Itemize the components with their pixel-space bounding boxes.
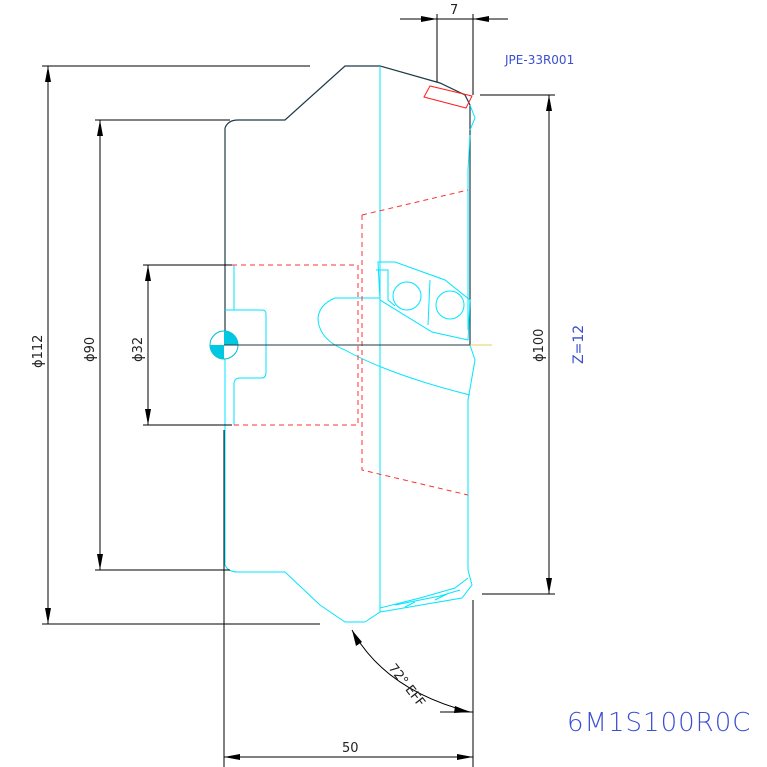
dia-112-label: ϕ112 xyxy=(31,335,46,368)
length-50-label: 50 xyxy=(342,741,359,756)
top-insert xyxy=(423,85,473,109)
dia-90-label: ϕ90 xyxy=(83,337,98,362)
hidden-lines xyxy=(232,189,469,496)
part-number: 6M1S100R0C xyxy=(567,708,751,738)
dia-100-label: ϕ100 xyxy=(532,329,547,362)
dimension-lines xyxy=(42,14,555,767)
insert-code-label: JPE-33R001 xyxy=(504,53,574,67)
dia-32-label: ϕ32 xyxy=(131,337,146,362)
cutter-body-outline xyxy=(224,65,476,623)
angle-label: 72° EFF xyxy=(385,661,428,710)
teeth-count-label: Z=12 xyxy=(571,325,587,364)
dim-7-label: 7 xyxy=(450,3,458,18)
center-mark xyxy=(209,330,492,360)
